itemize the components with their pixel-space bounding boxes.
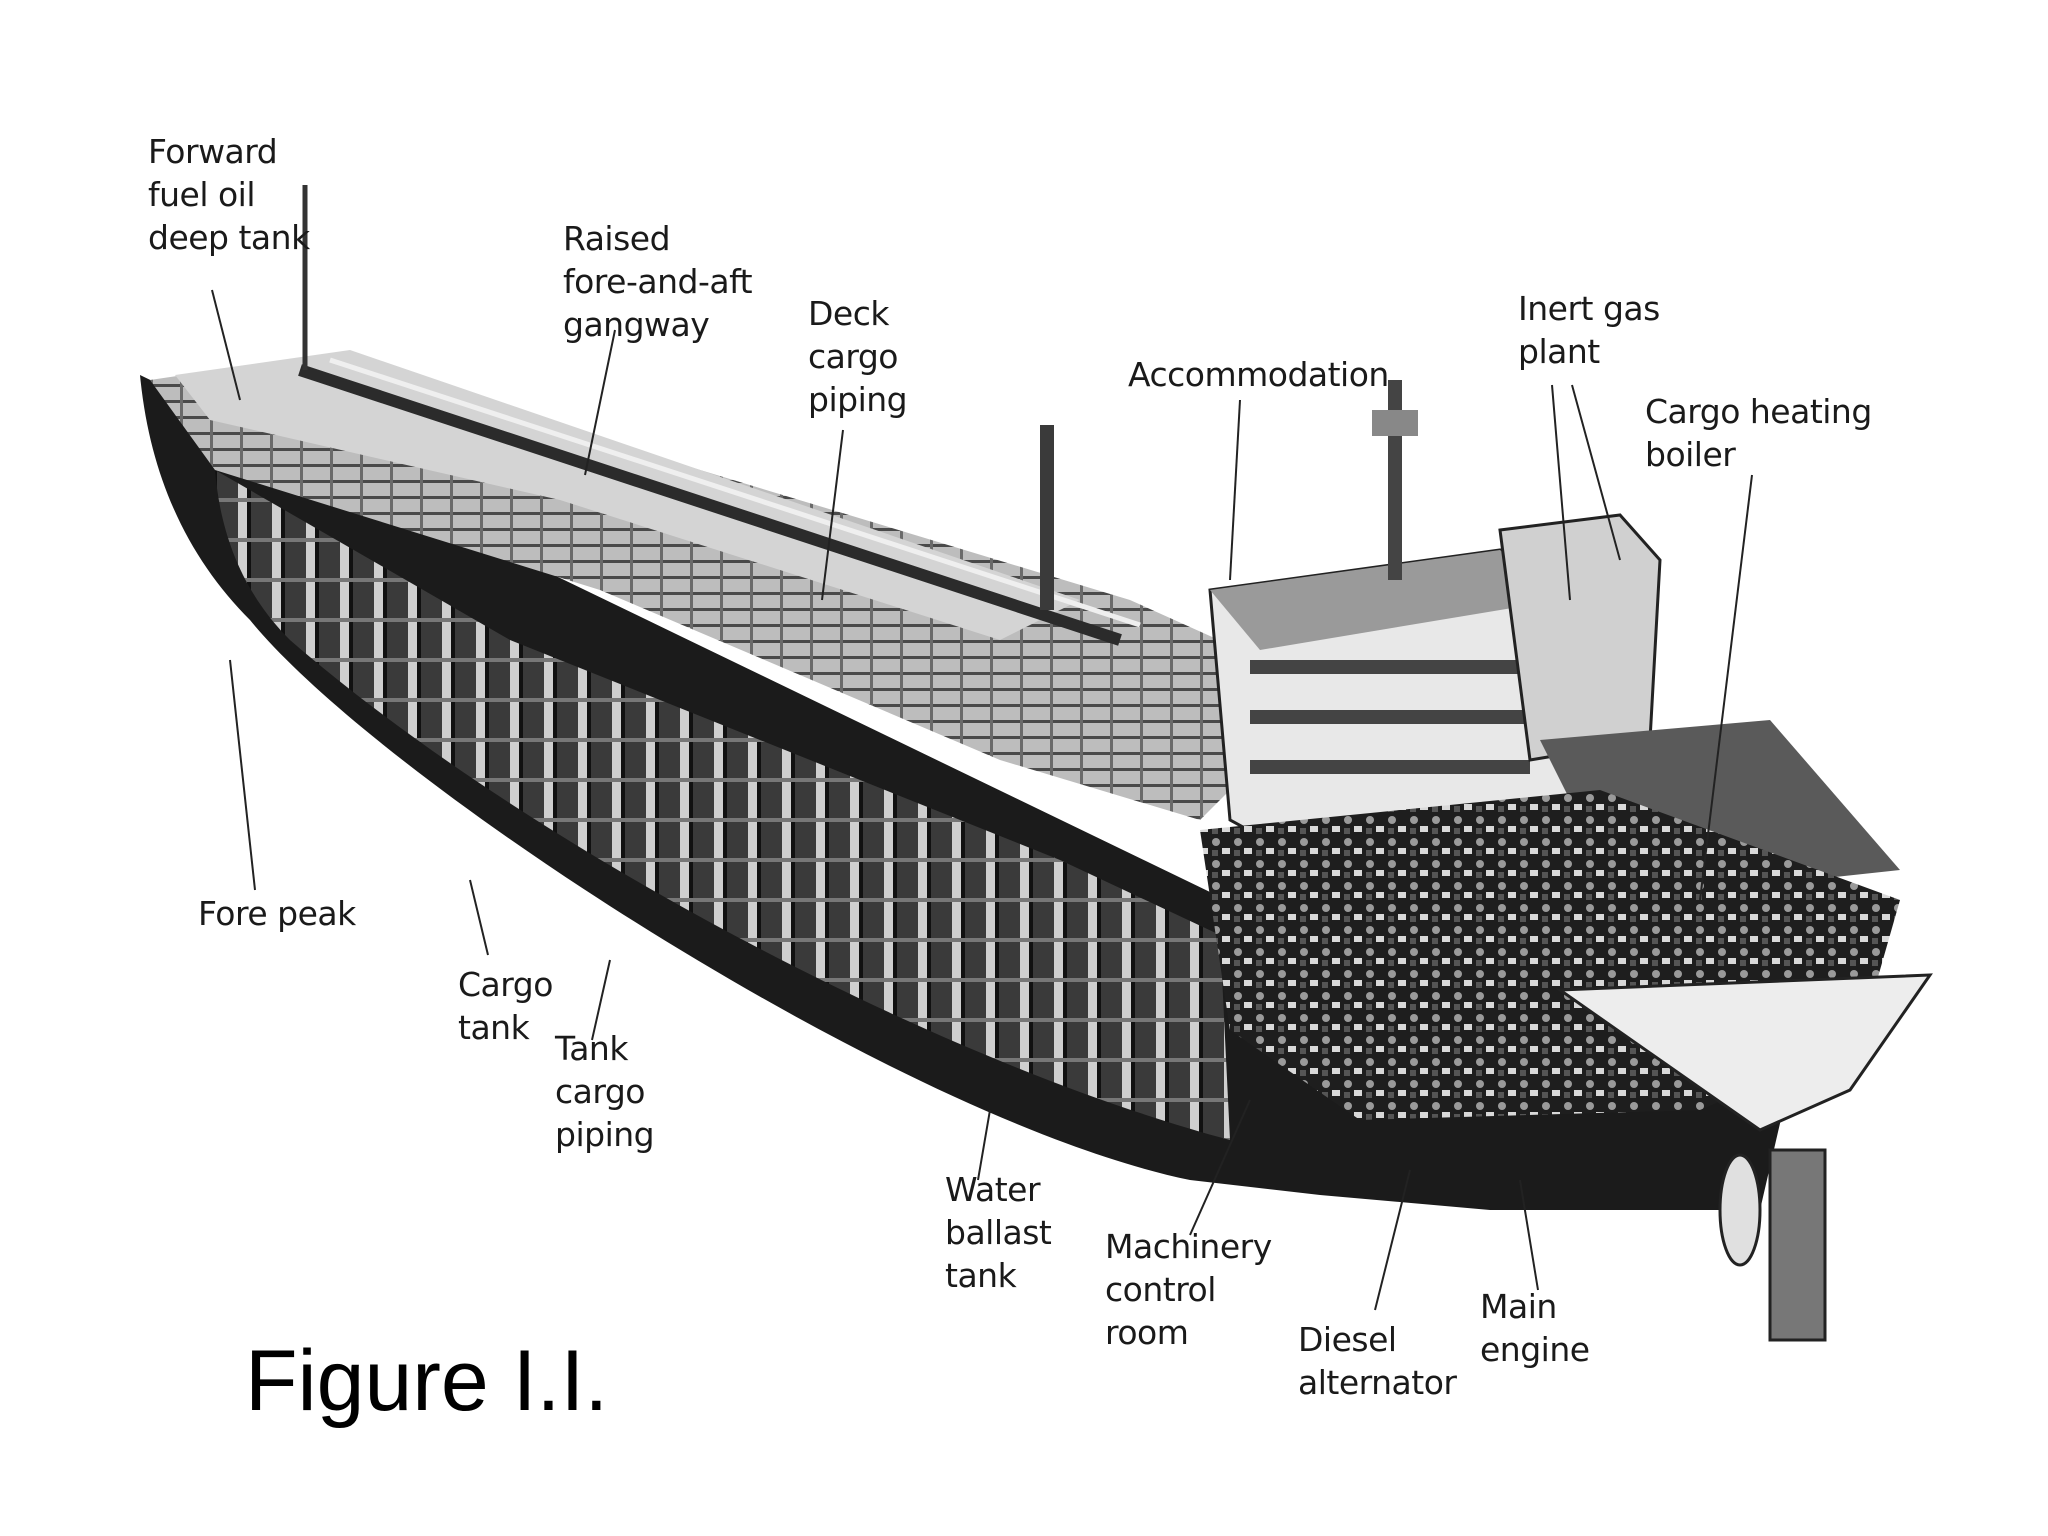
label-accommodation: Accommodation — [1128, 355, 1389, 394]
label-cargo-heating-boiler: Cargo heating boiler — [1645, 392, 1872, 474]
label-inert-gas-plant: Inert gas plant — [1518, 289, 1660, 371]
rudder — [1768, 1148, 1827, 1342]
figure-caption: Figure I.I. — [245, 1333, 609, 1429]
label-forward-fuel-oil-deep-tank: Forward fuel oil deep tank — [148, 132, 310, 257]
label-cargo-tank: Cargo tank — [458, 965, 553, 1047]
label-raised-fore-and-aft-gangway: Raised fore-and-aft gangway — [563, 219, 753, 344]
label-diesel-alternator: Diesel alternator — [1298, 1320, 1457, 1402]
kingpost — [1040, 425, 1054, 610]
label-main-engine: Main engine — [1480, 1287, 1590, 1369]
gangway-strip — [298, 364, 1122, 646]
label-fore-peak: Fore peak — [198, 894, 356, 933]
funnel-casing — [1498, 513, 1662, 762]
label-tank-cargo-piping: Tank cargo piping — [555, 1029, 655, 1154]
label-water-ballast-tank: Water ballast tank — [945, 1170, 1052, 1295]
leader-lines — [211, 289, 1753, 1311]
label-machinery-control-room: Machinery control room — [1105, 1227, 1272, 1352]
stern-hull — [1555, 973, 1933, 1132]
forward-deck — [175, 350, 1080, 640]
label-deck-cargo-piping: Deck cargo piping — [808, 294, 908, 419]
propeller — [1718, 1153, 1762, 1267]
cargo-tank-interior — [215, 470, 1230, 1140]
